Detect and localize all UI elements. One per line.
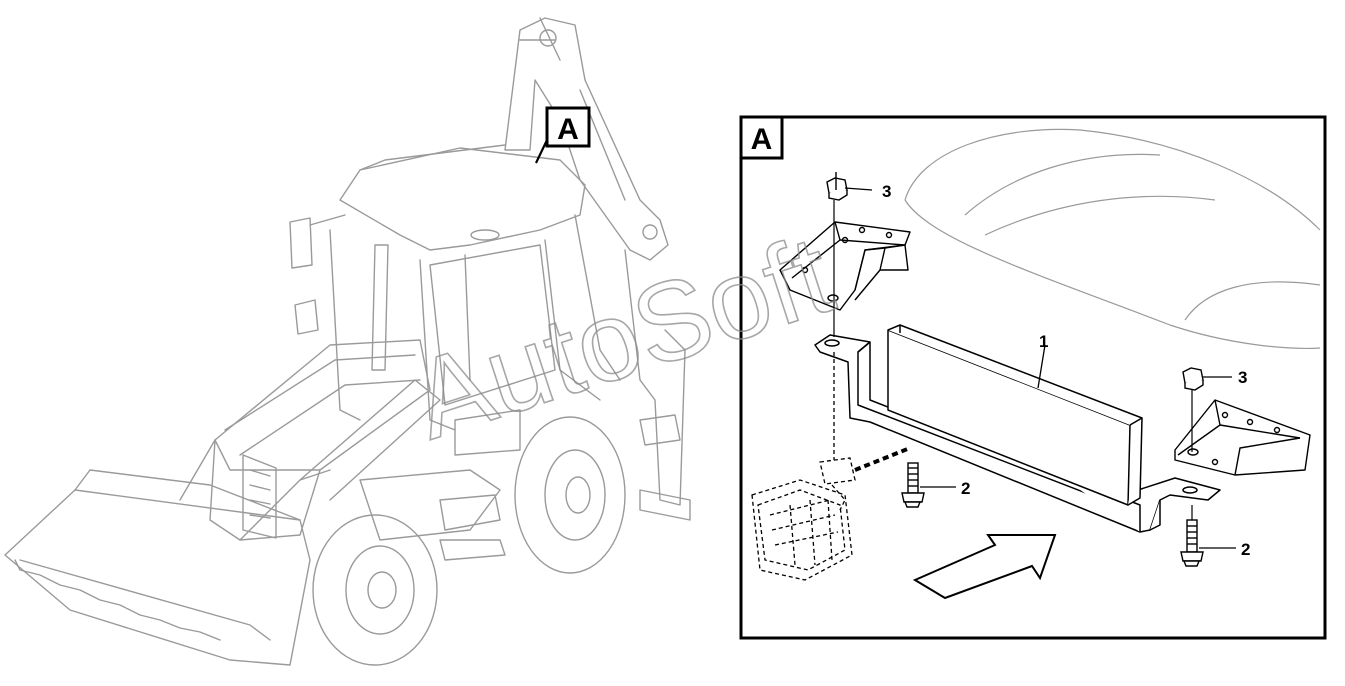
bolt-right bbox=[1180, 505, 1204, 567]
detail-marker-label: A bbox=[751, 123, 773, 156]
callout-nut-right: 3 bbox=[1238, 368, 1247, 387]
left-mounting-bracket bbox=[779, 221, 911, 311]
backhoe-loader-drawing bbox=[4, 17, 691, 666]
callout-nut-left: 3 bbox=[882, 182, 891, 201]
cab-roof-outline bbox=[904, 128, 1321, 349]
marker-leader-line bbox=[535, 139, 548, 164]
cable-connection bbox=[854, 446, 911, 472]
callout-bracket: 1 bbox=[1039, 332, 1048, 351]
view-marker-a: A bbox=[535, 106, 591, 164]
marker-box bbox=[545, 106, 591, 148]
callout-bolt-left: 2 bbox=[961, 479, 970, 498]
right-mounting-bracket bbox=[1174, 399, 1311, 476]
watermark: AutoSoft bbox=[399, 211, 846, 463]
detail-marker-box bbox=[739, 115, 784, 160]
detail-view-a: A bbox=[739, 115, 1327, 640]
detail-frame bbox=[739, 115, 1327, 640]
lamp-bracket-item-1 bbox=[814, 324, 1221, 533]
nut-right bbox=[1182, 367, 1204, 391]
bolt-left bbox=[901, 462, 925, 508]
marker-label: A bbox=[557, 113, 579, 146]
leader-lines bbox=[844, 187, 1236, 549]
nut-left bbox=[826, 172, 848, 201]
arrow-icon bbox=[912, 534, 1057, 600]
lamp-icon bbox=[751, 352, 856, 581]
callout-bolt-right: 2 bbox=[1241, 540, 1250, 559]
